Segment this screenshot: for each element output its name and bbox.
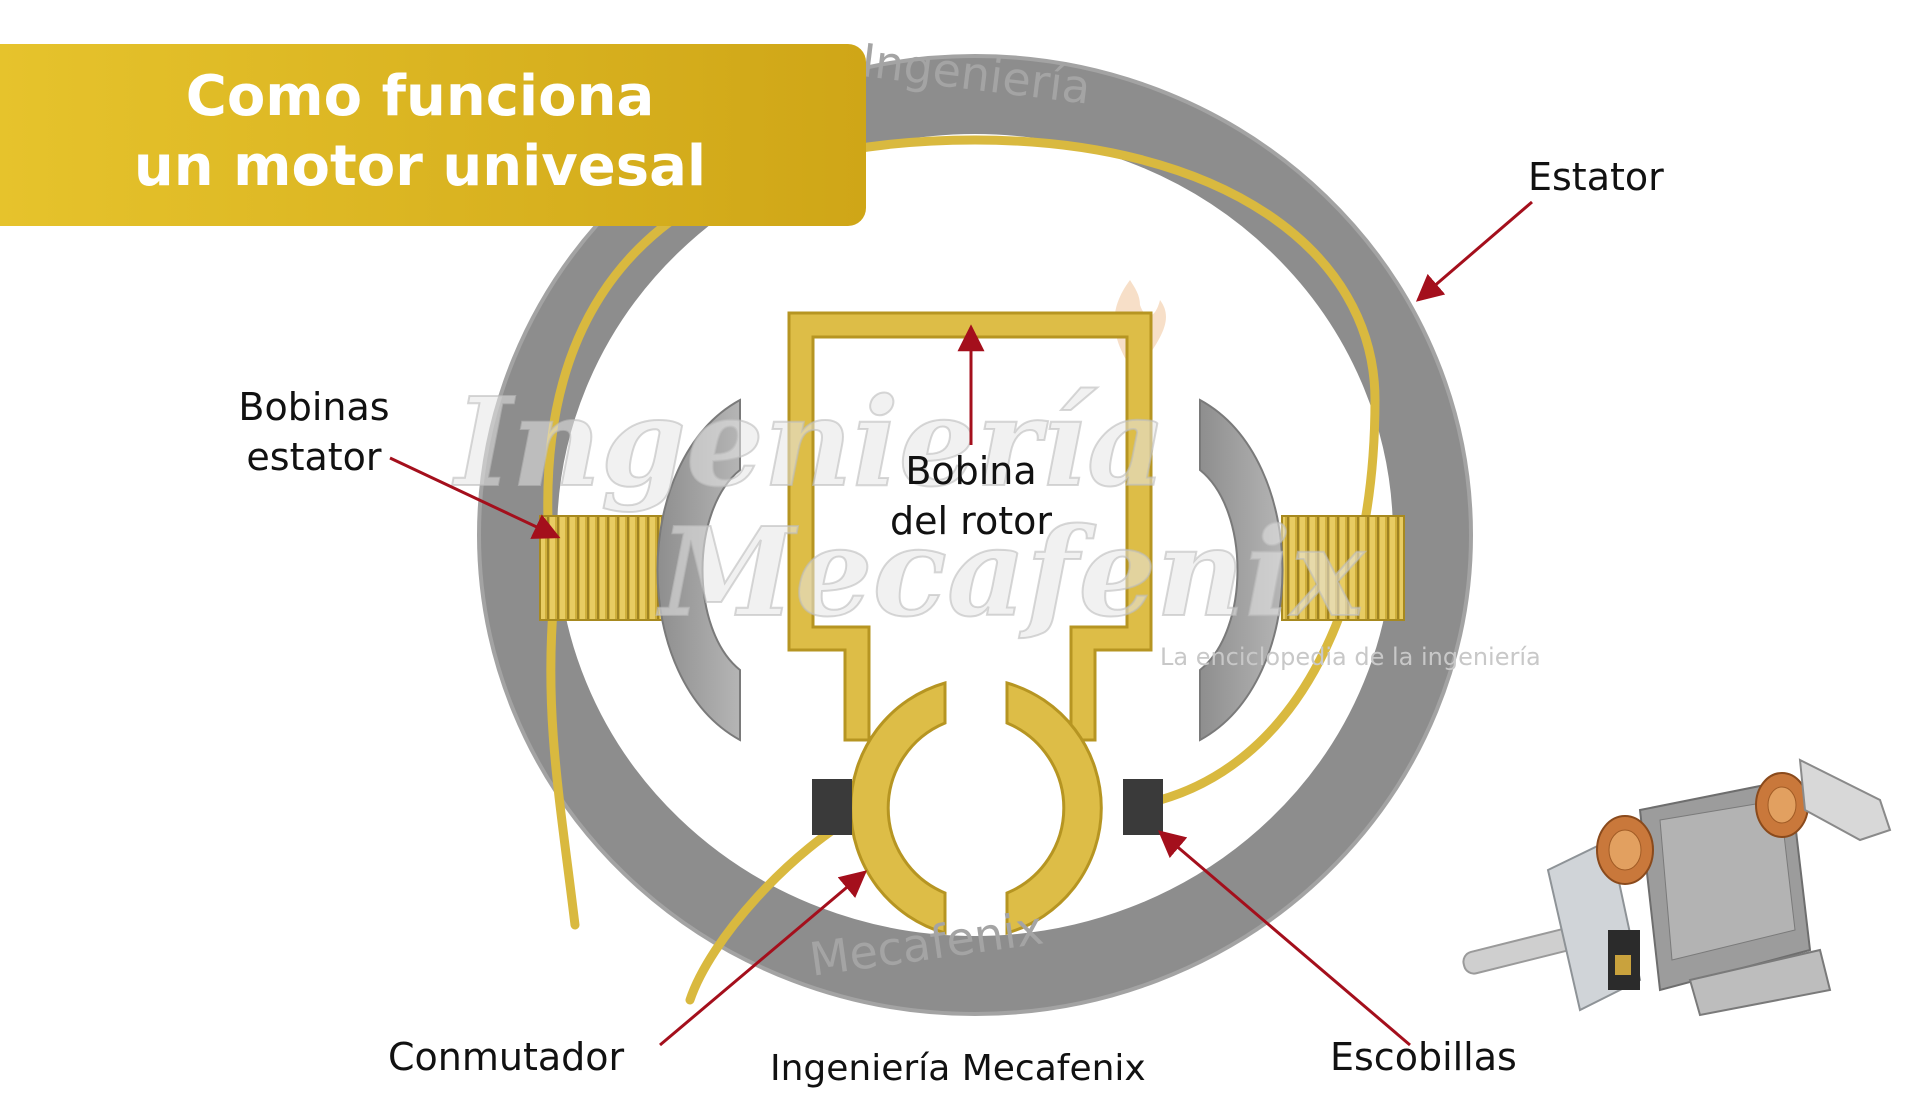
stator-coil-left bbox=[539, 515, 663, 621]
arrow-escobillas bbox=[1157, 830, 1411, 1047]
page-title-line2: un motor univesal bbox=[133, 134, 707, 199]
watermark-main-line1: Ingeniería bbox=[452, 370, 1166, 514]
watermark-main-line2: Mecafenix bbox=[656, 500, 1365, 644]
label-bobinas-estator-line2: estator bbox=[246, 435, 382, 479]
rotor-coil bbox=[787, 311, 1153, 742]
stator-ring-highlight bbox=[477, 54, 1473, 1016]
label-bobinas-estator-line1: Bobinas bbox=[238, 385, 390, 429]
label-bobina-rotor-line1: Bobina bbox=[905, 449, 1037, 493]
stator-ring bbox=[479, 56, 1471, 1014]
stator-coil-right bbox=[1281, 515, 1405, 621]
pole-shoe-left bbox=[656, 398, 741, 742]
arrow-estator bbox=[1415, 200, 1533, 302]
page-title-line1: Como funciona bbox=[185, 64, 655, 129]
label-estator: Estator bbox=[1528, 155, 1664, 199]
brush-left bbox=[812, 779, 852, 835]
footer-credit: Ingeniería Mecafenix bbox=[770, 1048, 1146, 1089]
arrow-bobinas-estator bbox=[389, 456, 561, 539]
label-bobina-rotor: Bobina del rotor bbox=[870, 446, 1072, 546]
label-bobinas-estator: Bobinas estator bbox=[228, 382, 400, 482]
label-escobillas: Escobillas bbox=[1330, 1035, 1517, 1079]
watermark-tagline: La enciclopedia de la ingeniería bbox=[1160, 643, 1541, 671]
commutator-right-half bbox=[1005, 681, 1103, 935]
stator-field-wire bbox=[543, 135, 1380, 805]
pole-shoe-right bbox=[1199, 398, 1284, 742]
label-conmutador: Conmutador bbox=[388, 1035, 625, 1079]
title-banner bbox=[0, 44, 866, 226]
universal-motor-photo bbox=[1462, 758, 1892, 1017]
commutator-left-half bbox=[849, 681, 947, 935]
arrow-conmutador bbox=[659, 870, 868, 1047]
page-title: Como funciona un motor univesal bbox=[100, 62, 740, 202]
label-bobina-rotor-line2: del rotor bbox=[890, 499, 1052, 543]
stator-field-wire-lower-left bbox=[546, 605, 580, 930]
brush-right bbox=[1123, 779, 1163, 835]
